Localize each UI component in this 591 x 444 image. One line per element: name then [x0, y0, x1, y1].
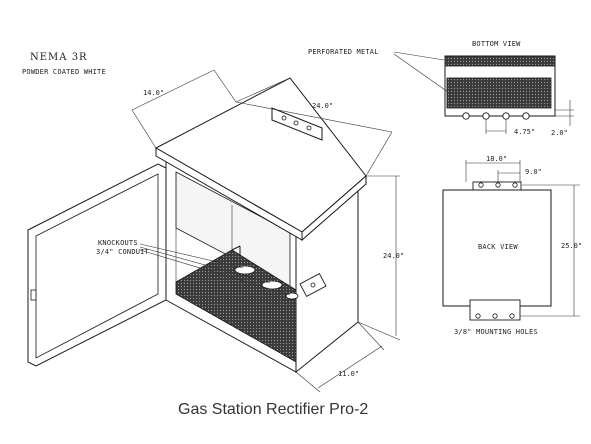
bottom-view-strip — [444, 55, 556, 67]
dim-ext-depth-bottom-1 — [295, 371, 321, 393]
nema-rating-label: NEMA 3R — [30, 52, 88, 63]
back-view: BACK VIEW 18.0" 9.0" 25.0" 3/8" MOUNTING… — [442, 155, 582, 336]
door-inner-panel — [35, 173, 159, 359]
perforated-metal-label: PERFORATED METAL — [308, 48, 379, 56]
dim-ext-depth-top-1 — [131, 109, 157, 149]
dim-bottom-spacing: 4.75" — [514, 128, 535, 136]
bottom-view-title: BOTTOM VIEW — [472, 40, 521, 48]
knockout-leader-1 — [139, 243, 244, 269]
knockout-hole-3 — [285, 292, 299, 300]
perforated-floor — [175, 249, 297, 363]
dim-back-height: 25.0" — [561, 242, 582, 250]
knockout-leader-2 — [139, 246, 271, 284]
dim-bottom-offset: 2.0" — [551, 129, 568, 137]
bottom-knockout-2 — [482, 112, 490, 120]
dim-back-holes-width: 18.0" — [486, 155, 507, 163]
dim-width-top: 24.0" — [312, 102, 333, 110]
back-bottom-hole-3 — [509, 313, 515, 319]
bottom-knockout-4 — [522, 112, 530, 120]
back-top-hole-1 — [478, 182, 484, 188]
bracket-hole-2 — [293, 120, 299, 126]
back-view-outline — [442, 189, 552, 307]
bottom-view: BOTTOM VIEW 4.75" 2.0" — [444, 40, 574, 137]
back-top-hole-2 — [495, 182, 501, 188]
dim-height-side: 24.0" — [383, 252, 404, 260]
knockout-hole-1 — [234, 265, 256, 275]
dim-ext-height-2 — [357, 321, 401, 341]
enclosure-roof-side-edge — [301, 174, 367, 242]
finish-label: POWDER COATED WHITE — [22, 68, 106, 76]
dim-depth-top: 14.0" — [143, 89, 164, 97]
enclosure-isometric — [27, 77, 367, 374]
dim-line-depth-bottom — [317, 345, 383, 389]
latch-hole — [310, 282, 316, 288]
perforated-leader-2 — [393, 53, 449, 93]
back-view-title: BACK VIEW — [478, 243, 518, 251]
bracket-hole-1 — [281, 115, 287, 121]
dim-line-depth-top — [131, 69, 215, 111]
dim-ext-depth-top-2 — [213, 69, 237, 103]
knockout-hole-2 — [261, 280, 283, 290]
door-handle — [30, 289, 37, 301]
knockout-leader-3 — [139, 249, 291, 296]
conduit-size-label: 3/4" CONDUIT — [96, 248, 150, 256]
back-bottom-hole-2 — [492, 313, 498, 319]
dim-line-width-top — [235, 101, 393, 133]
dim-depth-bottom: 11.0" — [338, 370, 359, 378]
back-top-hole-3 — [512, 182, 518, 188]
bracket-hole-3 — [306, 125, 312, 131]
dim-back-holes-half: 9.0" — [525, 168, 542, 176]
back-bottom-bracket — [469, 299, 521, 321]
knockouts-label: KNOCKOUTS — [98, 239, 138, 247]
figure-caption: Gas Station Rectifier Pro-2 — [178, 401, 368, 418]
perforated-leader-1 — [393, 51, 445, 61]
bottom-knockout-3 — [502, 112, 510, 120]
dim-ext-depth-bottom-2 — [357, 321, 385, 351]
dim-ext-width-top-2 — [365, 131, 393, 177]
bottom-knockout-1 — [462, 112, 470, 120]
back-bottom-hole-1 — [475, 313, 481, 319]
mounting-holes-label: 3/8" MOUNTING HOLES — [454, 328, 538, 336]
bottom-view-perforated-panel — [446, 77, 552, 109]
shelf-ledge — [231, 245, 241, 251]
dim-ext-width-top-1 — [235, 77, 291, 103]
